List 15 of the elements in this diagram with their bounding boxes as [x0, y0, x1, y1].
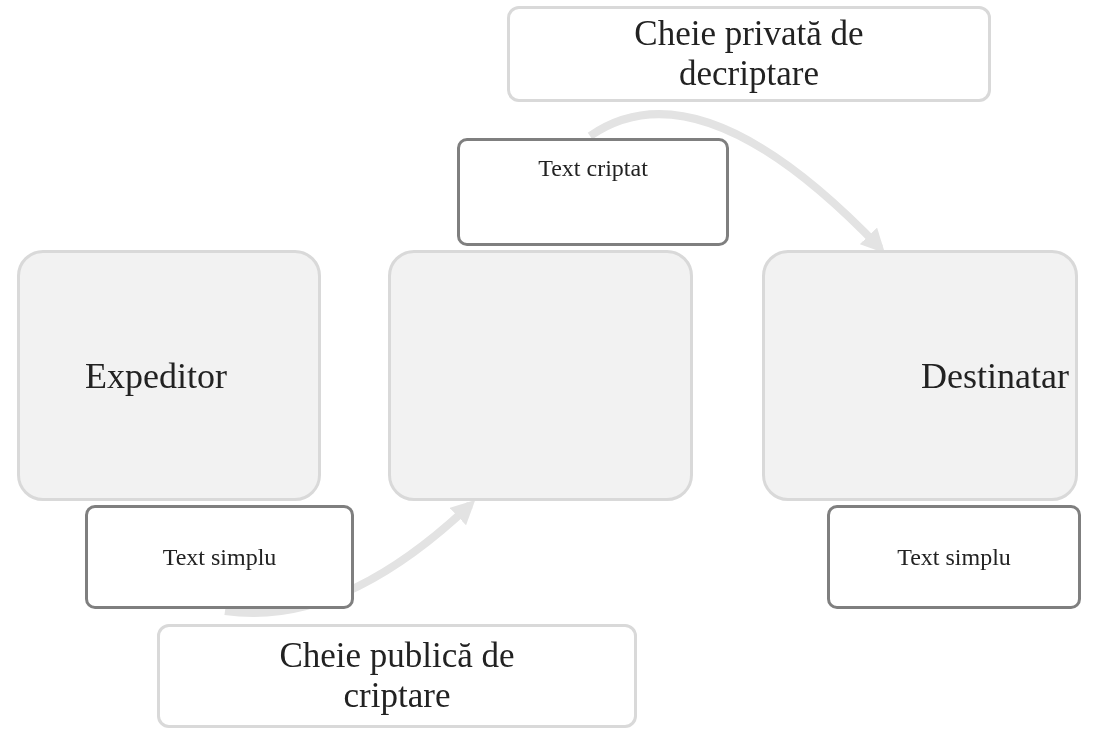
node-text: Text simplu	[897, 543, 1011, 571]
label-box	[85, 505, 354, 609]
node-text: Text criptat	[538, 155, 648, 182]
node-text: Expeditor	[85, 354, 227, 397]
node-text: Text simplu	[162, 543, 277, 571]
node-text: Cheie privată de decriptare	[633, 13, 865, 95]
empty-box	[388, 250, 693, 501]
label-box	[827, 505, 1081, 609]
key-box	[507, 6, 991, 102]
rounded-box	[762, 250, 1078, 501]
label-box	[457, 138, 729, 246]
key-box	[157, 624, 637, 728]
node-text: Destinatar	[921, 354, 1069, 397]
node-text: Cheie publică de criptare	[278, 635, 516, 717]
rounded-box	[17, 250, 321, 501]
